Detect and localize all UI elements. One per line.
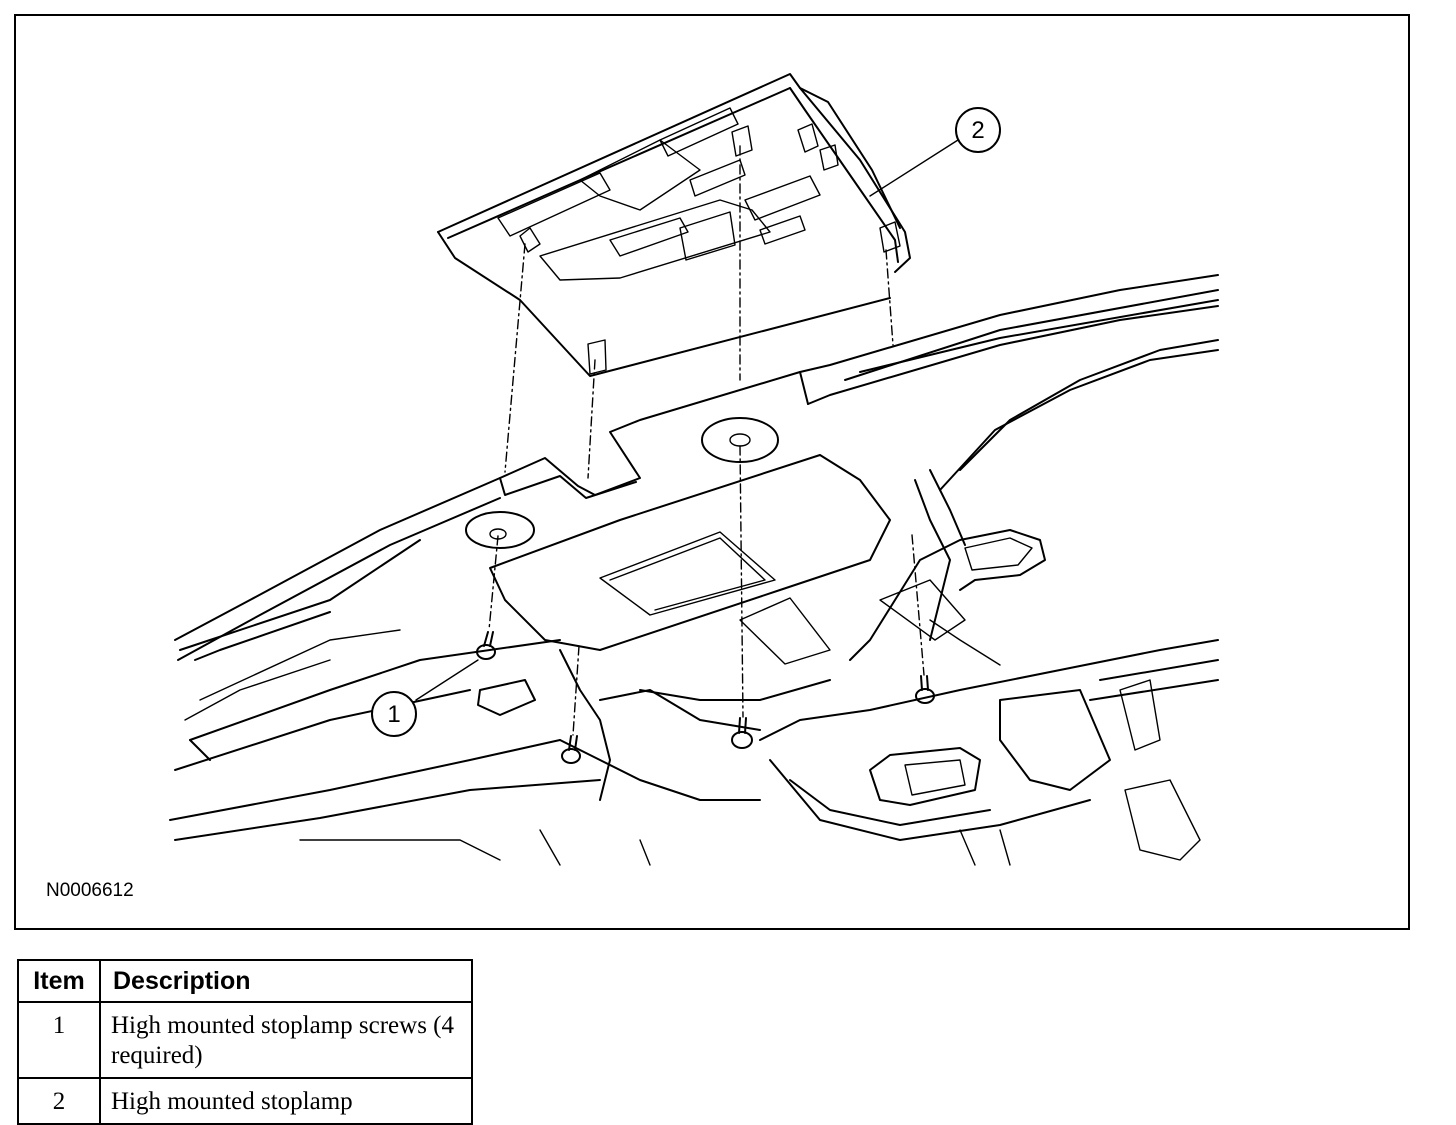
legend-header-item: Item xyxy=(17,959,101,1003)
alignment-lines xyxy=(488,145,925,736)
legend-item-number: 2 xyxy=(17,1077,101,1125)
stoplamp-screws xyxy=(476,631,935,764)
legend-table: Item Description 1 High mounted stoplamp… xyxy=(17,959,473,1125)
legend-header-row: Item Description xyxy=(17,959,473,1003)
legend-item-description: High mounted stoplamp screws (4 required… xyxy=(99,1001,473,1079)
legend-header-description: Description xyxy=(99,959,473,1003)
figure-frame xyxy=(14,14,1410,930)
legend-item-number: 1 xyxy=(17,1001,101,1079)
callout-1-label: 1 xyxy=(387,701,400,728)
figure-id: N0006612 xyxy=(46,880,134,901)
legend-row: 2 High mounted stoplamp xyxy=(17,1077,473,1125)
callout-1: 1 xyxy=(371,659,479,737)
exploded-view-illustration: 1 2 xyxy=(169,73,1219,866)
roof-panel xyxy=(169,274,1219,866)
callout-2: 2 xyxy=(869,107,1001,197)
legend-row: 1 High mounted stoplamp screws (4 requir… xyxy=(17,1001,473,1079)
legend-item-description: High mounted stoplamp xyxy=(99,1077,473,1125)
stoplamp-housing xyxy=(437,73,911,377)
callout-2-label: 2 xyxy=(971,117,984,144)
